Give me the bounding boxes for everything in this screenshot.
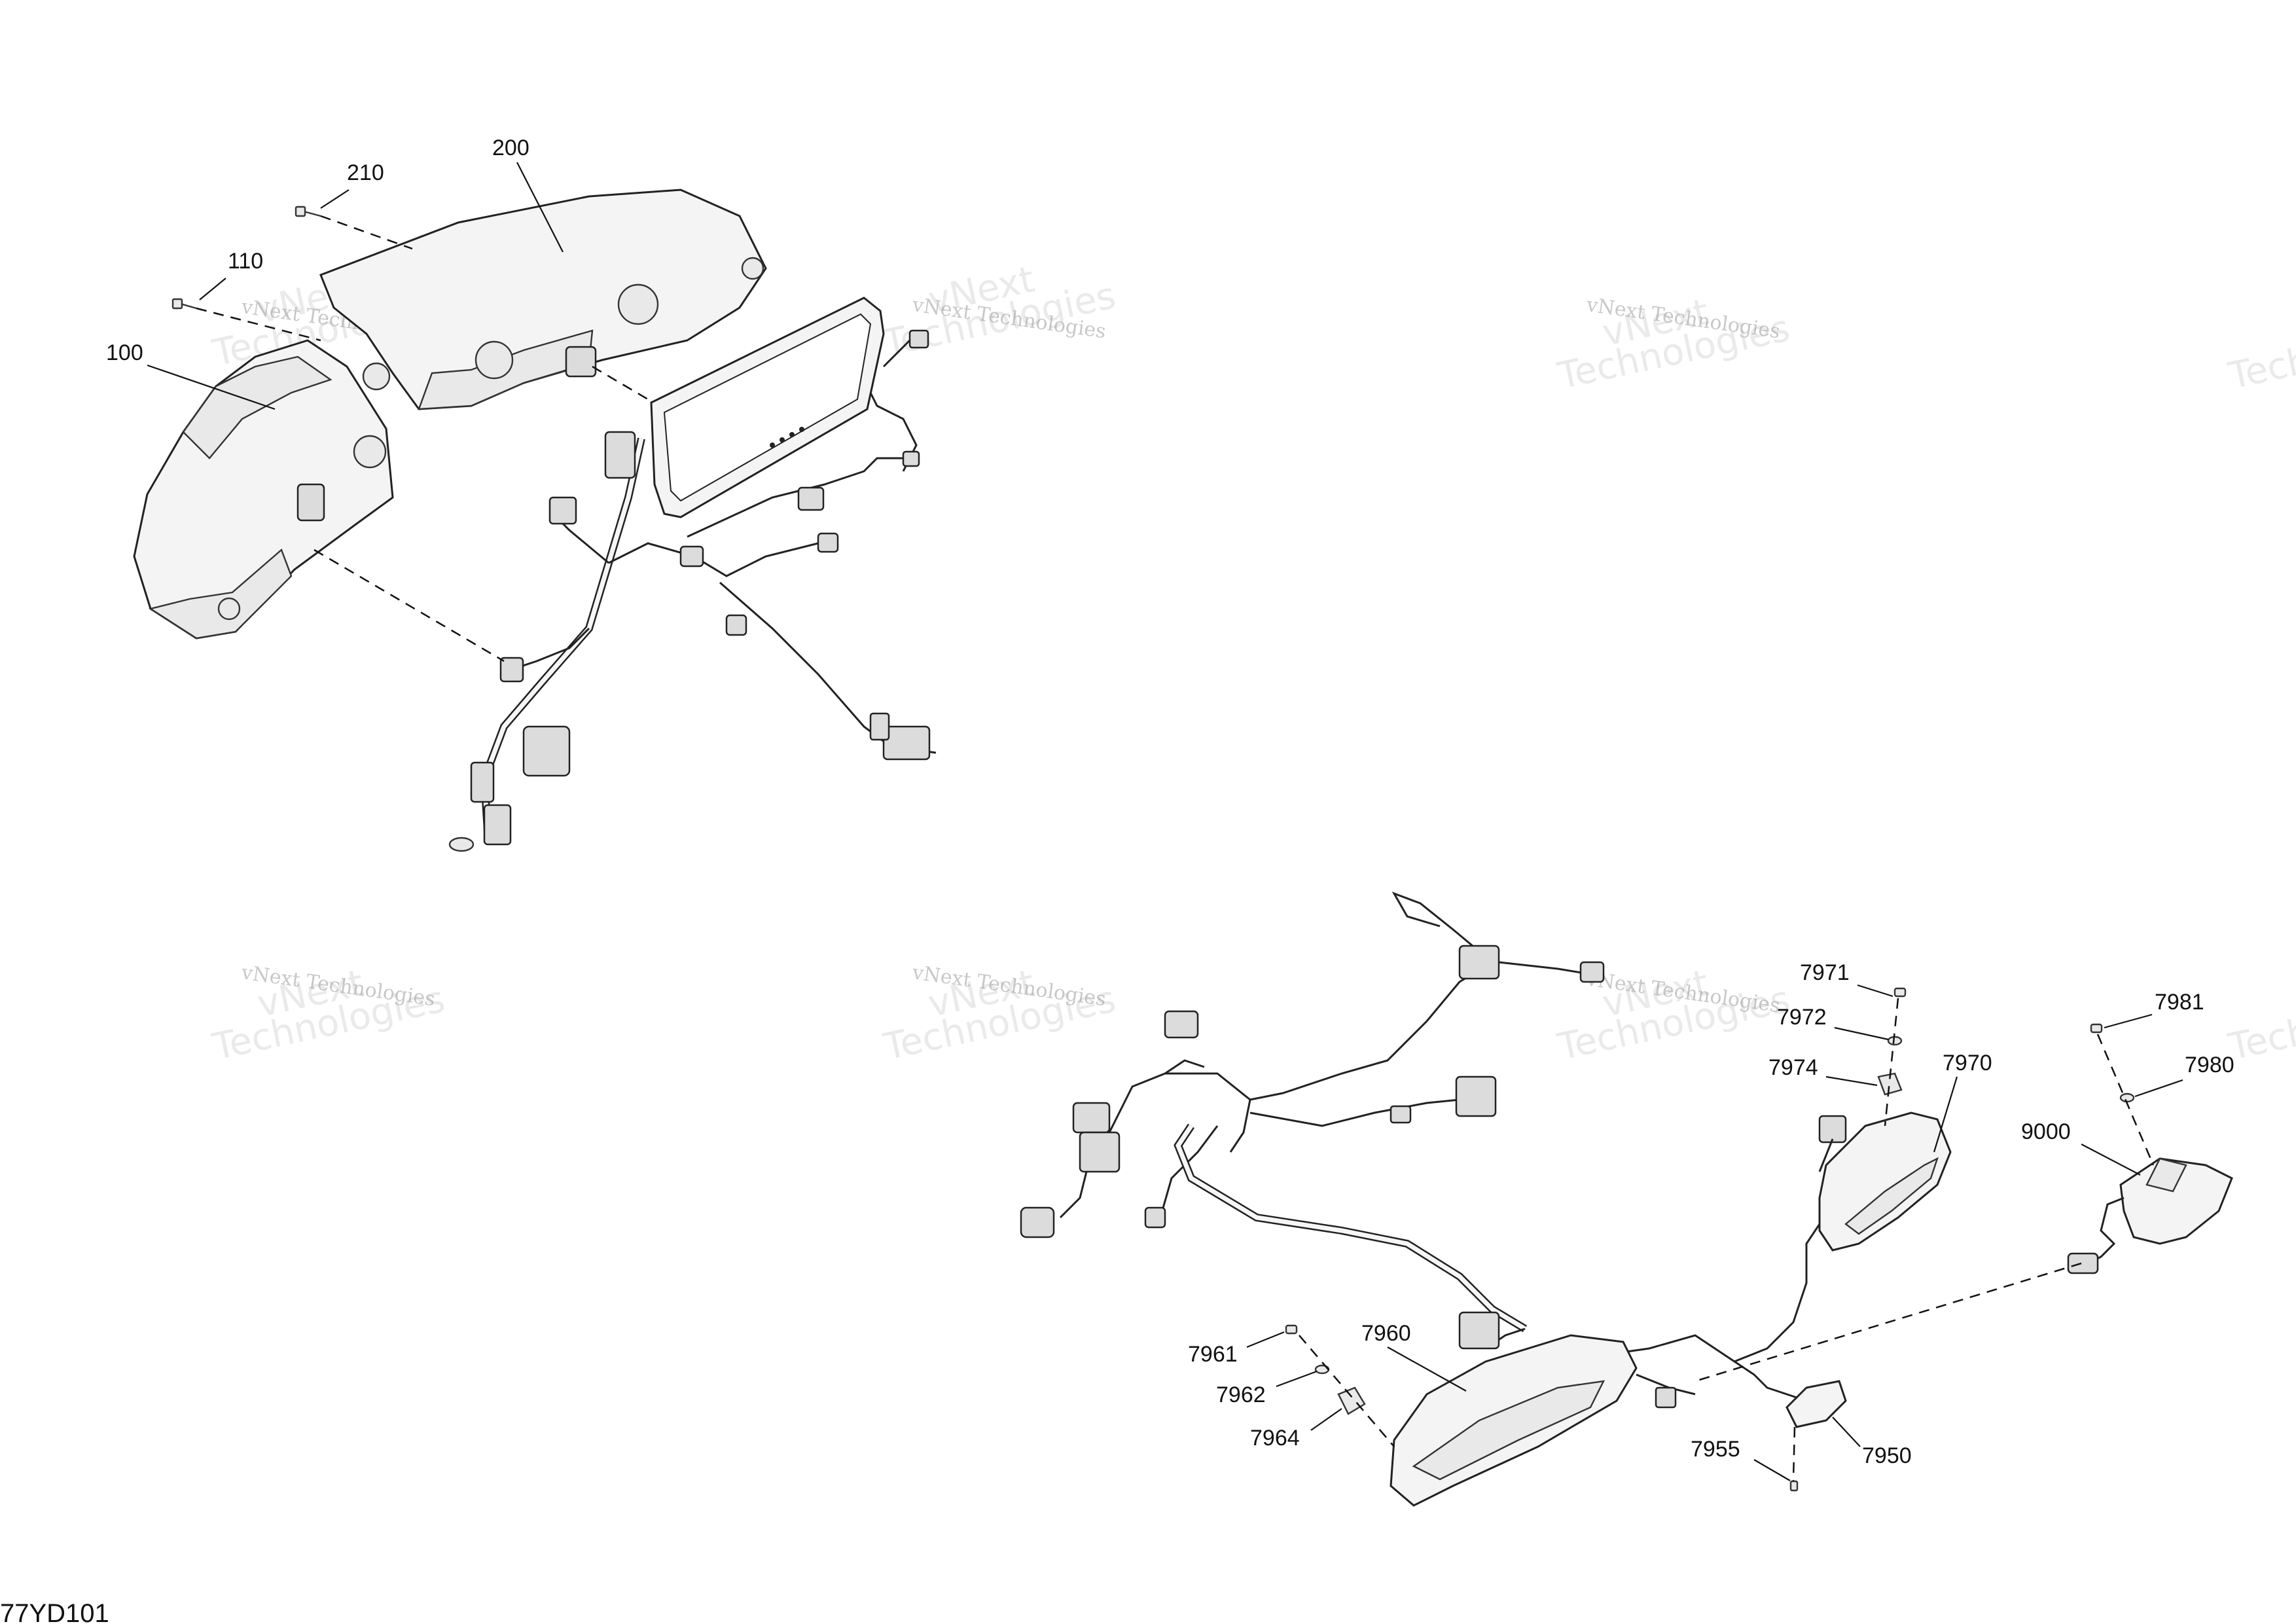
watermark-8: Technologies: [2225, 978, 2296, 1069]
svg-text:200: 200: [492, 135, 529, 160]
svg-text:7962: 7962: [1216, 1382, 1266, 1407]
callout-110[interactable]: 110: [199, 249, 263, 300]
svg-text:100: 100: [106, 340, 143, 365]
svg-text:210: 210: [347, 160, 384, 185]
front-screws[interactable]: [171, 206, 321, 310]
assembly-line: [592, 365, 649, 401]
rear-wiring-harness[interactable]: [1020, 892, 1847, 1409]
watermark-4: Technologies: [2225, 307, 2296, 398]
svg-text:7961: 7961: [1188, 1342, 1238, 1367]
assembly-line: [320, 215, 413, 250]
callout-200[interactable]: 200: [492, 135, 564, 253]
watermark-text: Technologies: [2225, 307, 2296, 398]
display-screen[interactable]: [650, 297, 885, 518]
svg-text:7980: 7980: [2185, 1053, 2234, 1077]
svg-text:9000: 9000: [2021, 1119, 2071, 1144]
callout-7974[interactable]: 7974: [1768, 1055, 1878, 1087]
callout-7981[interactable]: 7981: [2104, 990, 2204, 1029]
callout-7971[interactable]: 7971: [1800, 960, 1893, 998]
diagram-code: 77YD101: [0, 1599, 109, 1624]
rear-small-parts[interactable]: [1285, 987, 2135, 1492]
callout-7972[interactable]: 7972: [1777, 1005, 1889, 1041]
svg-text:7972: 7972: [1777, 1005, 1827, 1030]
svg-text:7970: 7970: [1943, 1051, 1992, 1075]
callout-7980[interactable]: 7980: [2134, 1053, 2234, 1098]
assembly-line: [1884, 998, 1899, 1127]
callout-7962[interactable]: 7962: [1216, 1370, 1318, 1407]
callout-7950[interactable]: 7950: [1832, 1416, 1912, 1468]
light-9000[interactable]: [2067, 1157, 2233, 1274]
assembly-line: [196, 307, 321, 342]
light-7950[interactable]: [1785, 1380, 1847, 1428]
svg-text:7974: 7974: [1768, 1055, 1818, 1080]
svg-text:110: 110: [228, 249, 263, 274]
assembly-line: [2096, 1034, 2155, 1166]
svg-text:7950: 7950: [1862, 1443, 1912, 1468]
callout-210[interactable]: 210: [320, 160, 384, 209]
assembly-line: [1792, 1426, 1796, 1481]
front-wiring-harness[interactable]: [448, 329, 937, 852]
svg-text:7981: 7981: [2155, 990, 2204, 1015]
tail-light-7960[interactable]: [1390, 1334, 1638, 1507]
callout-100[interactable]: 100: [106, 340, 276, 410]
callout-9000[interactable]: 9000: [2021, 1119, 2141, 1176]
callout-7961[interactable]: 7961: [1188, 1331, 1285, 1367]
front-headlight-left[interactable]: [133, 339, 394, 640]
assembly-line: [314, 549, 505, 662]
callout-7970[interactable]: 7970: [1933, 1051, 1992, 1153]
svg-text:7960: 7960: [1361, 1321, 1411, 1346]
callout-7964[interactable]: 7964: [1250, 1408, 1342, 1451]
svg-text:7964: 7964: [1250, 1426, 1300, 1451]
assembly-line: [1299, 1335, 1395, 1447]
svg-text:7971: 7971: [1800, 960, 1850, 985]
watermark-text: Technologies: [2225, 978, 2296, 1069]
tail-light-7970[interactable]: [1818, 1111, 1952, 1252]
svg-text:7955: 7955: [1691, 1437, 1740, 1462]
front-headlight-right[interactable]: [319, 189, 767, 410]
callout-7960[interactable]: 7960: [1361, 1321, 1467, 1392]
assembly-line: [1695, 1262, 2082, 1382]
callout-7955[interactable]: 7955: [1691, 1437, 1791, 1481]
